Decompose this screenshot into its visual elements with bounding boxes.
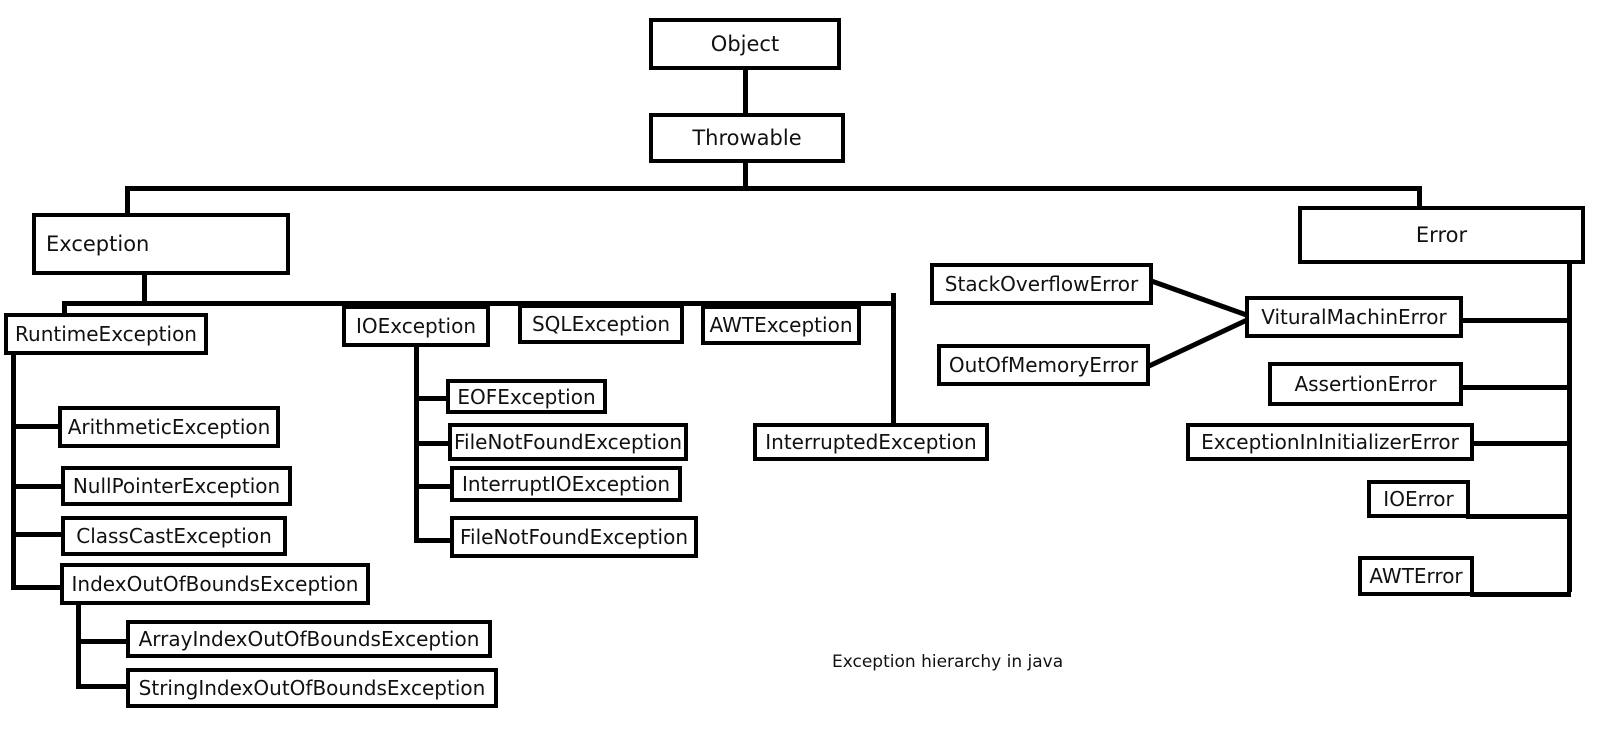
node-label-array-index-out-of-bounds-exception: ArrayIndexOutOfBoundsException [138, 627, 480, 651]
diagram-caption: Exception hierarchy in java [832, 652, 1064, 672]
node-array-index-out-of-bounds-exception: ArrayIndexOutOfBoundsException [126, 620, 492, 658]
edge-indexoob-to-string [76, 684, 128, 689]
edge-indexoob-vertical-bus [76, 603, 81, 688]
edge-runtime-to-indexoob [11, 585, 63, 590]
edge-error-to-exceptioninit [1470, 441, 1571, 446]
edge-error-to-ioerror [1466, 514, 1571, 519]
edge-throwable-stem-down [743, 159, 748, 190]
node-string-index-out-of-bounds-exception: StringIndexOutOfBoundsException [126, 668, 498, 708]
edge-exception-bus-to-interrupted [891, 293, 896, 427]
node-label-assertion-error: AssertionError [1294, 372, 1437, 396]
node-runtime-exception: RuntimeException [4, 313, 208, 355]
node-awt-exception: AWTException [701, 305, 861, 345]
node-label-throwable: Throwable [692, 125, 802, 150]
edge-io-to-filenotfound1 [414, 441, 450, 446]
edge-exception-bus-to-awt [781, 301, 786, 307]
edge-stackoverflow-to-vm [1149, 277, 1249, 318]
node-label-arithmetic-exception: ArithmeticException [67, 415, 271, 439]
edge-indexoob-to-array [76, 639, 128, 644]
edge-outofmemory-to-vm [1146, 316, 1250, 369]
edge-error-vertical-bus [1567, 262, 1572, 592]
edge-exception-bus [62, 301, 894, 306]
node-interrupted-exception: InterruptedException [753, 423, 989, 461]
node-label-exception: Exception [46, 231, 150, 256]
node-sql-exception: SQLException [518, 304, 684, 344]
edge-exception-bus-to-runtime [62, 301, 67, 315]
node-label-eof-exception: EOFException [457, 384, 596, 409]
node-file-not-found-exception-1: FileNotFoundException [448, 423, 688, 461]
node-label-interrupt-io-exception: InterruptIOException [461, 472, 671, 496]
node-label-sql-exception: SQLException [531, 312, 670, 336]
node-label-awt-exception: AWTException [709, 313, 853, 337]
node-label-file-not-found-exception-2: FileNotFoundException [459, 525, 688, 549]
node-label-file-not-found-exception-1: FileNotFoundException [453, 430, 682, 454]
node-error: Error [1298, 206, 1585, 264]
edge-exception-bus-to-io [416, 301, 421, 308]
edge-runtime-vertical-bus [11, 351, 16, 588]
node-throwable: Throwable [649, 113, 845, 163]
edge-exception-stem-down [142, 272, 147, 306]
edge-bus-to-error [1417, 186, 1422, 208]
node-label-class-cast-exception: ClassCastException [76, 524, 272, 548]
node-eof-exception: EOFException [446, 379, 607, 414]
node-label-error: Error [1415, 222, 1468, 247]
node-stack-overflow-error: StackOverflowError [930, 263, 1153, 305]
node-label-awt-error: AWTError [1369, 564, 1463, 588]
edge-bus-to-exception [125, 186, 130, 215]
edge-runtime-to-arithmetic [11, 424, 61, 429]
edge-io-to-eof [414, 396, 450, 401]
node-io-error: IOError [1367, 480, 1470, 518]
node-label-exception-in-initializer-error: ExceptionInInitializerError [1201, 430, 1459, 454]
node-label-stack-overflow-error: StackOverflowError [944, 272, 1139, 296]
node-label-object: Object [710, 31, 780, 56]
node-object: Object [649, 18, 841, 70]
edge-runtime-to-classcast [11, 532, 63, 537]
node-out-of-memory-error: OutOfMemoryError [937, 344, 1150, 386]
node-label-out-of-memory-error: OutOfMemoryError [948, 353, 1139, 377]
node-class-cast-exception: ClassCastException [61, 516, 287, 556]
edge-error-to-vituralmachin [1459, 318, 1571, 323]
node-awt-error: AWTError [1358, 556, 1474, 596]
node-assertion-error: AssertionError [1268, 362, 1463, 406]
node-file-not-found-exception-2: FileNotFoundException [450, 516, 698, 558]
node-index-out-of-bounds-exception: IndexOutOfBoundsException [60, 563, 370, 605]
node-interrupt-io-exception: InterruptIOException [450, 466, 682, 502]
node-vitural-machin-error: VituralMachinError [1245, 296, 1463, 338]
node-exception-in-initializer-error: ExceptionInInitializerError [1186, 423, 1474, 461]
node-null-pointer-exception: NullPointerException [61, 466, 292, 506]
node-arithmetic-exception: ArithmeticException [58, 406, 280, 448]
node-label-io-error: IOError [1383, 487, 1454, 511]
edge-error-to-assertion [1459, 385, 1571, 390]
edge-io-to-interruptio [414, 484, 452, 489]
edge-error-to-awterror [1470, 592, 1571, 597]
node-label-interrupted-exception: InterruptedException [765, 430, 977, 454]
node-io-exception: IOException [342, 305, 490, 347]
edge-io-to-filenotfound2 [414, 538, 452, 543]
edge-runtime-to-nullpointer [11, 484, 63, 489]
node-label-null-pointer-exception: NullPointerException [72, 474, 281, 498]
node-exception: Exception [32, 213, 290, 275]
node-label-index-out-of-bounds-exception: IndexOutOfBoundsException [71, 572, 359, 596]
edge-object-to-throwable [743, 66, 748, 117]
edge-throwable-bus [125, 186, 1421, 191]
node-label-string-index-out-of-bounds-exception: StringIndexOutOfBoundsException [138, 676, 486, 700]
node-label-io-exception: IOException [355, 314, 477, 338]
node-label-vitural-machin-error: VituralMachinError [1261, 305, 1447, 329]
node-label-runtime-exception: RuntimeException [15, 322, 197, 346]
